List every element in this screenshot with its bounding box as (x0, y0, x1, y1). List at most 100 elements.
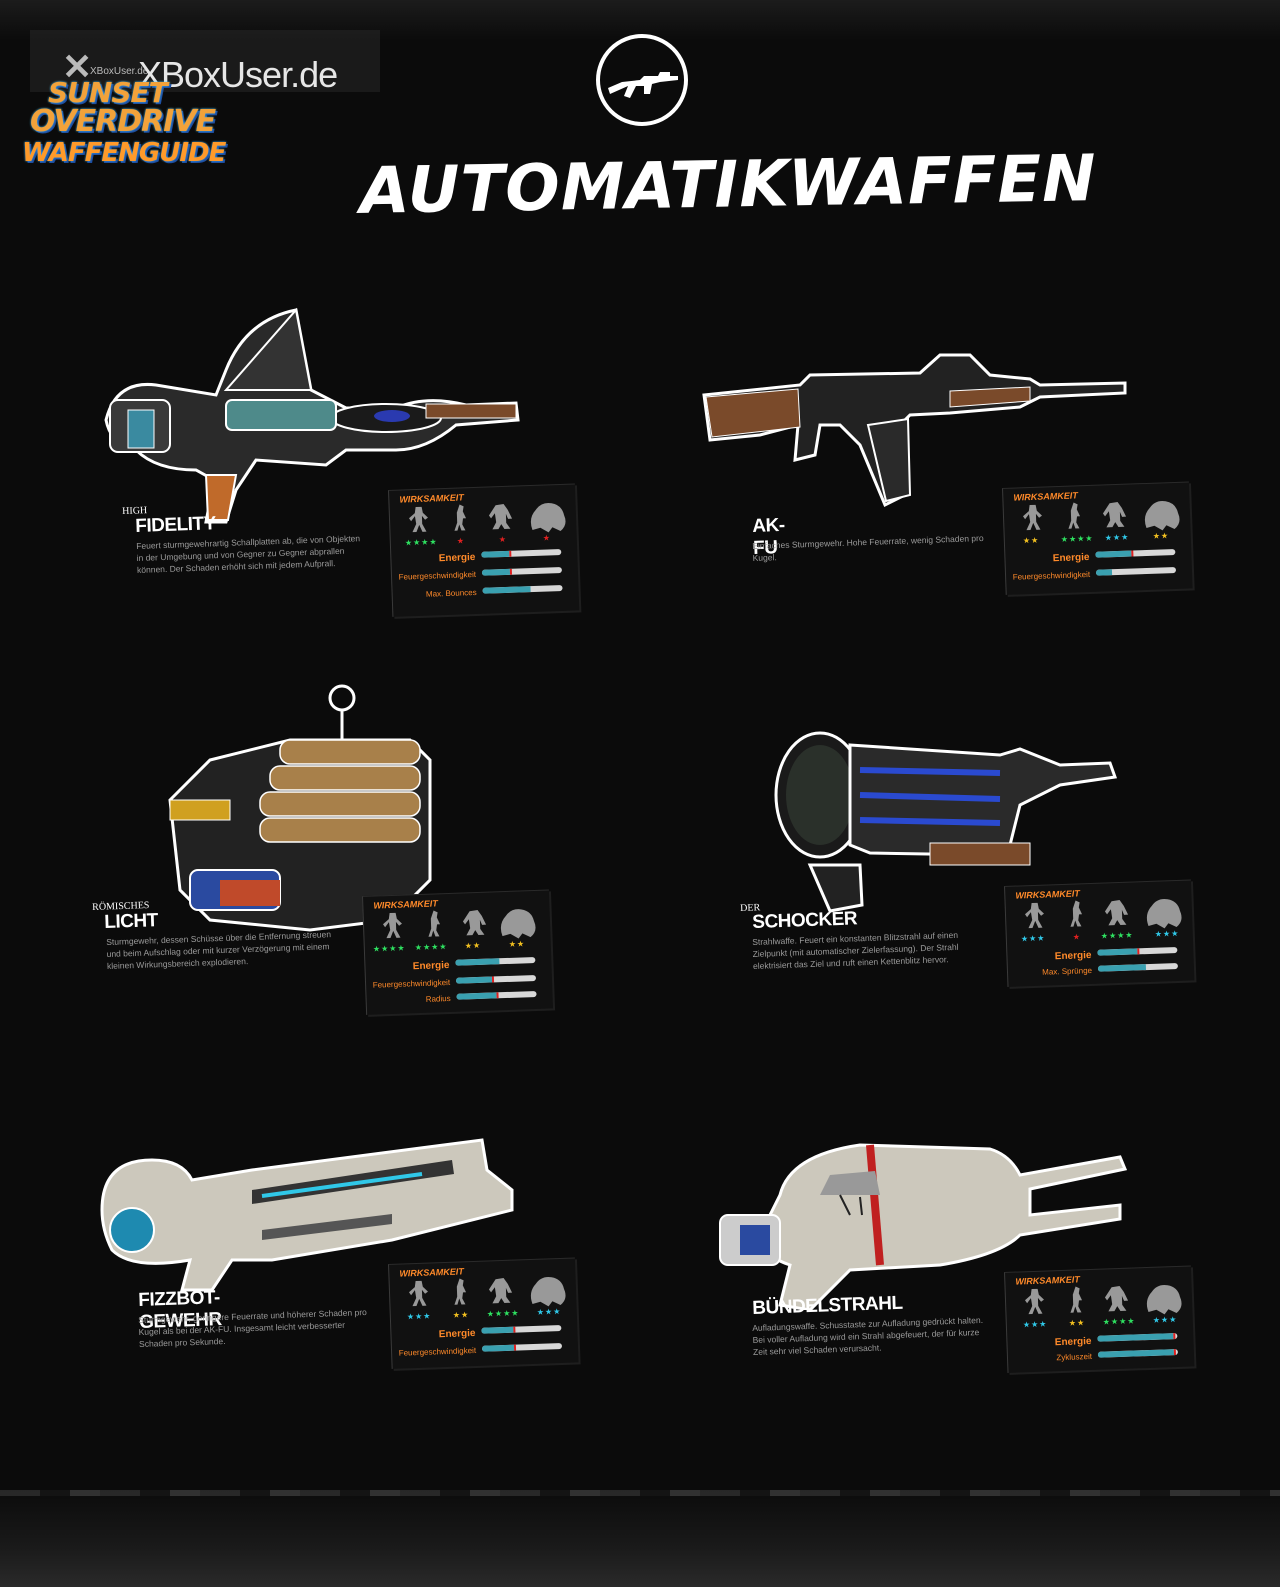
schocker-weapon-icon (774, 731, 1118, 913)
stat-row: Energie (391, 548, 571, 565)
stat-fill (482, 586, 531, 594)
stat-label: Max. Sprünge (1042, 965, 1093, 977)
stat-marker (496, 992, 499, 999)
enemy-brute-icon (1101, 1283, 1132, 1314)
weapon-name: FIDELITY (135, 513, 217, 537)
rating-stars: ★★ (1153, 531, 1170, 541)
stat-marker (513, 1326, 516, 1333)
stars-grunt: ★★★★ (404, 537, 438, 548)
roemisches-licht-weapon-icon (168, 684, 432, 932)
stat-row: Feuergeschwindigkeit (1006, 566, 1186, 583)
watermark-small-text: XBoxUser.de (90, 66, 149, 77)
high-fidelity-weapon-icon (104, 307, 520, 524)
stat-fill (481, 1326, 514, 1334)
stat-marker (491, 976, 495, 983)
stat-bar (481, 548, 562, 558)
stars-runner: ★ (456, 536, 466, 546)
stat-bar (481, 1324, 562, 1334)
rating-stars: ★★★★ (1103, 1316, 1136, 1326)
stat-label: Energie (438, 1327, 476, 1341)
stat-fill (1097, 964, 1147, 972)
enemy-runner-icon (419, 908, 450, 939)
watermark-box (30, 30, 380, 92)
stat-marker (509, 568, 513, 575)
logo-line3: WAFFENGUIDE (22, 138, 226, 168)
stat-row: Energie (365, 956, 545, 973)
rating-stars: ★★★★ (405, 537, 438, 547)
game-logo: SUNSET OVERDRIVE WAFFENGUIDE (0, 62, 226, 180)
stat-fill (455, 958, 500, 966)
rating-stars: ★★★ (1155, 929, 1180, 939)
stat-bar (1097, 1348, 1179, 1358)
enemy-grunt-icon (378, 909, 409, 940)
stat-row: Feuergeschwindigkeit (392, 566, 572, 583)
enemy-grunt-icon (404, 503, 435, 534)
enemy-grunt-icon (1018, 501, 1049, 532)
stars-brute: ★★★★ (486, 1308, 520, 1319)
stat-fill (1097, 948, 1138, 956)
rating-stars: ★ (1073, 932, 1081, 941)
stars-brute: ★★★ (1104, 532, 1130, 543)
rating-stars: ★ (543, 533, 551, 542)
enemy-brute-icon (485, 1275, 516, 1306)
stat-row: Energie (1005, 548, 1185, 565)
stat-row: Radius (367, 990, 547, 1007)
stat-bar (1095, 566, 1177, 576)
ak-fu-weapon-icon (702, 353, 1127, 508)
stat-bar (1097, 962, 1179, 972)
stat-marker (1137, 948, 1140, 955)
stars-brute: ★ (498, 534, 508, 545)
stat-label: Energie (412, 959, 450, 973)
weapon-name: LICHT (104, 910, 159, 933)
stat-bar (481, 1342, 563, 1352)
stat-label: Feuergeschwindigkeit (1012, 569, 1091, 582)
stars-brute: ★★★★ (1102, 1316, 1136, 1327)
stat-bar (482, 584, 563, 594)
stat-fill (1097, 1333, 1174, 1342)
stat-fill (481, 568, 511, 576)
enemy-grunt-icon (1020, 1285, 1051, 1316)
stars-runner: ★★ (452, 1310, 470, 1320)
stars-runner: ★★ (1068, 1318, 1086, 1328)
stars-brute: ★★★★ (1100, 930, 1134, 941)
stat-marker (1131, 550, 1134, 557)
enemy-grunt-icon (1020, 899, 1051, 930)
stat-marker (1173, 1349, 1177, 1356)
stat-bar (455, 956, 536, 966)
stat-fill (456, 992, 497, 1000)
logo-line1: SUNSET (48, 76, 168, 109)
stars-grunt: ★★★ (406, 1311, 432, 1322)
watermark-text: XBoxUser.de (138, 54, 338, 95)
rating-stars: ★★★ (1153, 1315, 1178, 1325)
rating-stars: ★★★★ (1101, 931, 1134, 941)
stat-row: Feuergeschwindigkeit (392, 1342, 572, 1359)
enemy-giant-icon (1139, 1281, 1184, 1315)
stat-label: Max. Bounces (425, 587, 477, 599)
stars-runner: ★★★★ (1060, 533, 1094, 544)
stat-fill (1097, 1349, 1175, 1358)
enemy-giant-icon (523, 499, 568, 533)
rating-stars: ★★ (465, 941, 482, 951)
rating-stars: ★★★ (537, 1307, 562, 1317)
stat-label: Feuergeschwindigkeit (398, 569, 477, 582)
stat-fill (481, 550, 510, 558)
stat-bar (1097, 1332, 1178, 1342)
stat-row: Energie (1007, 946, 1187, 963)
rating-stars: ★★★ (1023, 1320, 1048, 1330)
stars-grunt: ★★★★ (372, 943, 406, 954)
enemy-runner-icon (1061, 898, 1092, 929)
stars-grunt: ★★★ (1022, 1319, 1048, 1330)
stat-label: Energie (1054, 1335, 1092, 1349)
stars-giant: ★★★ (1154, 928, 1180, 939)
enemy-grunt-icon (404, 1277, 435, 1308)
logo-line2: OVERDRIVE (30, 104, 216, 139)
fizzbot-weapon-icon (100, 1138, 514, 1292)
stat-marker (1173, 1333, 1176, 1340)
stars-giant: ★★★ (1152, 1314, 1178, 1325)
stat-fill (1095, 550, 1132, 558)
effectiveness-panel: WIRKSAMKEIT ★★★★ ★ ★ ★ Energie Feuergesc… (388, 483, 580, 617)
stat-bar (455, 974, 537, 984)
stat-row: Feuergeschwindigkeit (366, 974, 546, 991)
stat-label: Energie (1052, 551, 1090, 565)
rating-stars: ★ (499, 535, 507, 544)
